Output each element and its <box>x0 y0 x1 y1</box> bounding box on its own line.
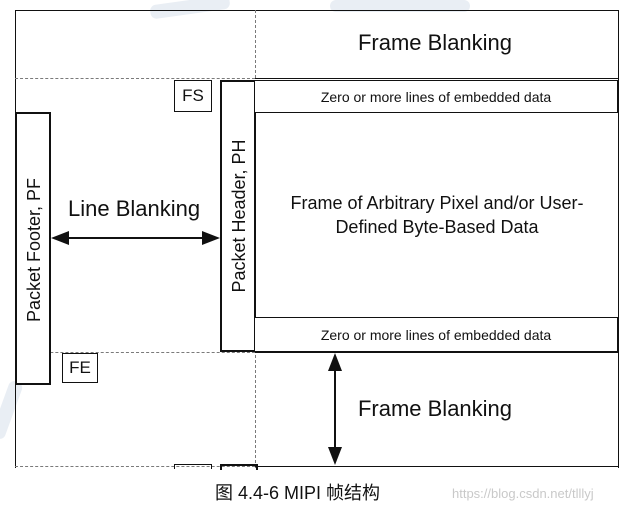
packet-header-label: Packet Header, PH <box>229 139 249 293</box>
next-frame-fs-box-partial <box>174 464 212 469</box>
frame-data-line1: Frame of Arbitrary Pixel and/or User- <box>290 192 584 213</box>
frame-data-line2: Defined Byte-Based Data <box>335 216 539 237</box>
next-frame-ph-box-partial <box>220 464 258 470</box>
frame-start-dashed-line <box>15 78 255 79</box>
frame-bottom-line <box>255 352 618 353</box>
watermark-stroke <box>0 379 24 441</box>
frame-data-area: Frame of Arbitrary Pixel and/or User- De… <box>256 113 618 317</box>
line-blanking-label: Line Blanking <box>68 196 201 221</box>
line-blanking-arrow <box>51 231 220 245</box>
fe-box: FE <box>62 353 98 383</box>
packet-footer-box: Packet Footer, PF <box>15 112 51 385</box>
frame-blanking-arrow <box>328 353 342 465</box>
fs-label: FS <box>182 86 204 105</box>
embedded-data-bottom-label: Zero or more lines of embedded data <box>320 326 552 343</box>
embedded-data-top-row: Zero or more lines of embedded data <box>254 80 618 113</box>
outer-right-border <box>618 10 619 468</box>
packet-header-box: Packet Header, PH <box>220 80 256 352</box>
bottom-solid-line <box>255 466 618 467</box>
fe-label: FE <box>69 358 91 377</box>
bottom-dashed-line <box>15 466 255 467</box>
embedded-data-bottom-row: Zero or more lines of embedded data <box>254 317 618 352</box>
frame-top-line <box>255 78 618 79</box>
outer-top-border <box>15 10 618 11</box>
frame-blanking-top-label: Frame Blanking <box>357 30 513 55</box>
figure-caption: 图 4.4-6 MIPI 帧结构 <box>215 483 381 503</box>
fs-box: FS <box>174 80 212 112</box>
frame-blanking-bottom-label: Frame Blanking <box>357 396 513 421</box>
embedded-data-top-label: Zero or more lines of embedded data <box>320 88 552 105</box>
packet-footer-label: Packet Footer, PF <box>24 177 44 323</box>
csdn-watermark: https://blog.csdn.net/tlllyj <box>452 486 594 501</box>
frame-end-dashed-line <box>15 352 255 353</box>
watermark-stroke <box>330 0 470 12</box>
